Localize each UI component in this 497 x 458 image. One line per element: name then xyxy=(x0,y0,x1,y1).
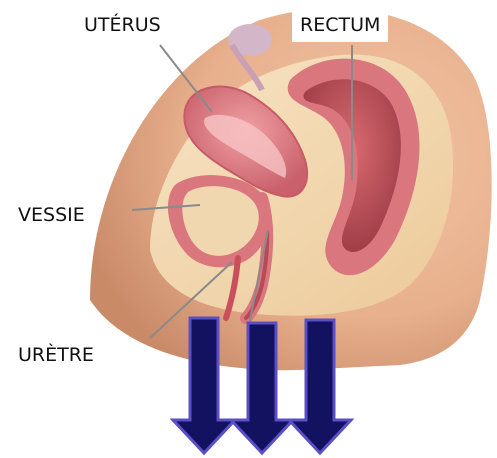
label-rectum: RECTUM xyxy=(292,8,388,42)
label-vessie: VESSIE xyxy=(10,198,93,232)
label-uretre: URÈTRE xyxy=(10,338,102,372)
prolapse-arrows xyxy=(173,318,351,453)
label-uterus: UTÉRUS xyxy=(76,8,169,42)
